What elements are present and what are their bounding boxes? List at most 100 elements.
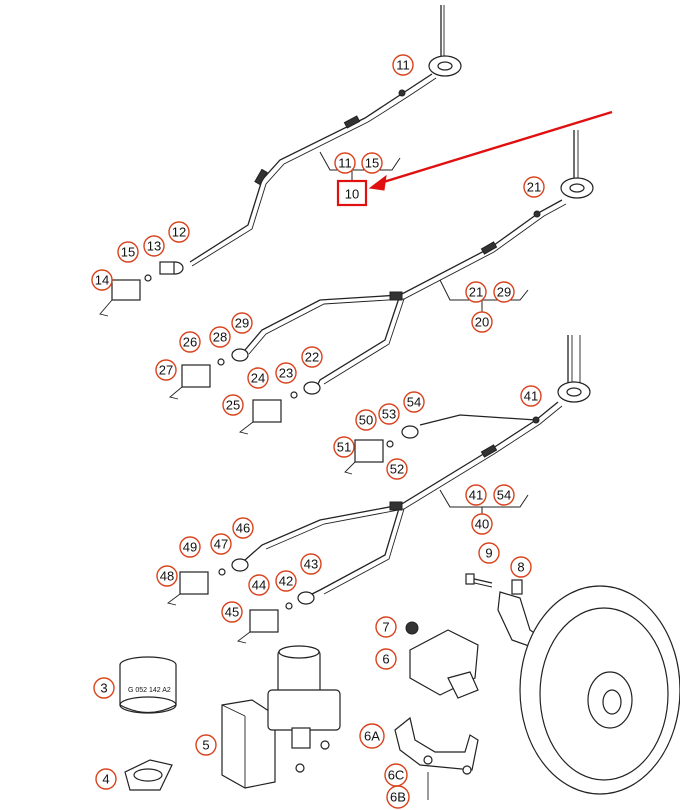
sensor-part-6	[405, 621, 479, 699]
group-10-highlight: 10	[336, 179, 368, 207]
svg-text:6: 6	[382, 652, 389, 667]
sealing-ring-part-3: G 052 142 A2	[119, 656, 177, 714]
svg-text:51: 51	[337, 440, 351, 455]
callout-8: 8	[510, 556, 532, 578]
svg-text:21: 21	[527, 180, 541, 195]
svg-text:12: 12	[172, 225, 186, 240]
group-20-callout-29: 29	[493, 281, 515, 303]
callout-15: 15	[117, 241, 139, 263]
svg-text:42: 42	[279, 574, 293, 589]
svg-text:15: 15	[121, 245, 135, 260]
part-number-label: G 052 142 A2	[128, 687, 171, 694]
callout-44: 44	[248, 574, 270, 596]
callout-49: 49	[179, 536, 201, 558]
svg-text:4: 4	[102, 772, 109, 787]
callout-43: 43	[300, 553, 322, 575]
wiring-harness-20	[169, 130, 594, 435]
svg-text:49: 49	[183, 540, 197, 555]
callout-6b: 6B	[386, 785, 410, 809]
callout-4: 4	[95, 768, 117, 790]
svg-text:53: 53	[382, 407, 396, 422]
svg-text:45: 45	[225, 605, 239, 620]
callout-50: 50	[355, 409, 377, 431]
callout-6: 6	[375, 648, 397, 670]
svg-text:9: 9	[485, 546, 492, 561]
grommet-part-4	[124, 759, 173, 791]
mounting-bracket-part-6a	[394, 716, 479, 800]
group-brackets	[319, 151, 529, 518]
svg-text:21: 21	[469, 285, 483, 300]
callout-46: 46	[232, 517, 254, 539]
callout-23: 23	[275, 362, 297, 384]
callout-47: 47	[210, 533, 232, 555]
bolt-part-9	[465, 573, 493, 588]
svg-text:11: 11	[396, 58, 410, 73]
svg-text:6A: 6A	[364, 729, 380, 744]
svg-text:27: 27	[159, 363, 173, 378]
svg-text:15: 15	[365, 156, 379, 171]
callout-3: 3	[93, 677, 115, 699]
group-10-callout-15: 15	[361, 152, 383, 174]
svg-text:54: 54	[497, 488, 511, 503]
callout-22: 22	[301, 346, 323, 368]
callout-11: 11	[392, 54, 414, 76]
svg-text:14: 14	[95, 273, 109, 288]
callout-54: 54	[403, 391, 425, 413]
group-10-label: 10	[345, 187, 359, 202]
group-40-callout-41: 41	[465, 484, 487, 506]
svg-text:47: 47	[214, 537, 228, 552]
callout-6c: 6C	[384, 763, 408, 787]
callout-14: 14	[91, 269, 113, 291]
pump-assembly	[267, 645, 341, 773]
svg-text:3: 3	[100, 681, 107, 696]
callout-6a: 6A	[359, 723, 385, 749]
svg-text:48: 48	[160, 569, 174, 584]
svg-text:24: 24	[251, 371, 265, 386]
svg-text:41: 41	[524, 389, 538, 404]
svg-text:50: 50	[359, 413, 373, 428]
callout-24: 24	[247, 367, 269, 389]
callout-26: 26	[179, 331, 201, 353]
group-10-callout-11: 11	[334, 152, 356, 174]
svg-text:6C: 6C	[388, 768, 405, 783]
svg-text:41: 41	[469, 488, 483, 503]
svg-text:13: 13	[147, 239, 161, 254]
svg-text:44: 44	[252, 578, 266, 593]
svg-text:54: 54	[407, 395, 421, 410]
callout-29: 29	[231, 312, 253, 334]
callout-25: 25	[222, 394, 244, 416]
svg-text:22: 22	[305, 350, 319, 365]
callout-45: 45	[221, 601, 243, 623]
callout-9: 9	[478, 542, 500, 564]
wiring-harness-40	[166, 335, 591, 644]
svg-text:52: 52	[390, 462, 404, 477]
callout-27: 27	[155, 359, 177, 381]
group-20-callout-21: 21	[465, 281, 487, 303]
brake-disc	[519, 585, 680, 795]
svg-text:25: 25	[226, 398, 240, 413]
callout-12: 12	[168, 221, 190, 243]
svg-text:29: 29	[235, 316, 249, 331]
callout-42: 42	[275, 570, 297, 592]
wiring-harness-10	[99, 5, 462, 317]
control-module-part-5	[221, 699, 276, 789]
callout-52: 52	[386, 458, 408, 480]
callout-13: 13	[143, 235, 165, 257]
svg-text:43: 43	[304, 557, 318, 572]
group-20-callout-20: 20	[471, 311, 493, 333]
svg-text:6B: 6B	[390, 790, 406, 805]
callout-48: 48	[156, 565, 178, 587]
svg-text:7: 7	[382, 620, 389, 635]
group-40-callout-54: 54	[493, 484, 515, 506]
svg-text:40: 40	[475, 517, 489, 532]
callout-21: 21	[523, 176, 545, 198]
svg-text:23: 23	[279, 366, 293, 381]
group-40-callout-40: 40	[471, 513, 493, 535]
svg-text:28: 28	[213, 330, 227, 345]
svg-text:20: 20	[475, 315, 489, 330]
svg-text:26: 26	[183, 335, 197, 350]
svg-text:29: 29	[497, 285, 511, 300]
callout-41: 41	[520, 385, 542, 407]
callout-5: 5	[195, 734, 217, 756]
